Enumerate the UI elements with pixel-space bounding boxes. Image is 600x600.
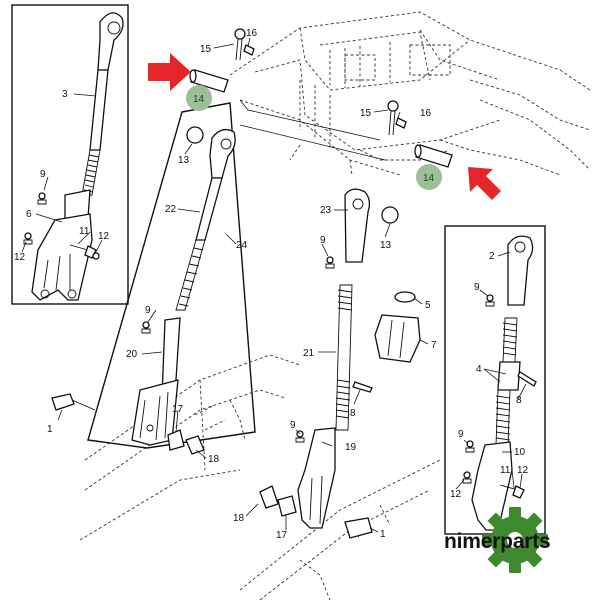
- pin-1-center: [344, 517, 373, 539]
- callout-13-middle: 13: [178, 155, 190, 166]
- callout-11-right: 11: [500, 465, 511, 476]
- bolt-12-right: [462, 471, 472, 484]
- bolt-9-center-top: [325, 256, 335, 269]
- alignment-line-bottom: [239, 124, 386, 161]
- callout-14-right: 14: [423, 173, 435, 184]
- bolt-9-left: [37, 192, 47, 205]
- top-link-left: [23, 12, 124, 301]
- lift-link-assembly-box: [87, 102, 256, 449]
- callout-2: 2: [489, 251, 495, 262]
- callout-12-left-a: 12: [14, 252, 26, 263]
- callout-12-right-b: 12: [517, 465, 529, 476]
- callout-16-right: 16: [420, 108, 432, 119]
- callout-1-center: 1: [380, 529, 386, 540]
- pin-11-12-left: [69, 244, 100, 260]
- block-7: [374, 314, 421, 363]
- callout-21: 21: [303, 348, 315, 359]
- gear-icon: [482, 507, 548, 573]
- callout-24: 24: [236, 240, 248, 251]
- callout-9-center-top: 9: [320, 235, 326, 246]
- pin-1-middle: [51, 393, 96, 411]
- pin-11-12-right: [499, 484, 525, 499]
- clip-17-center: [277, 495, 297, 517]
- callout-6: 6: [26, 209, 32, 220]
- callout-12-left-b: 12: [98, 231, 110, 242]
- red-arrow-left: [148, 53, 191, 91]
- red-arrow-right: [468, 167, 501, 200]
- callout-9-right-bottom: 9: [458, 429, 464, 440]
- bolt-9-right-top: [485, 294, 495, 307]
- lift-link-right: [462, 235, 537, 531]
- callout-3: 3: [62, 89, 68, 100]
- callout-5: 5: [425, 300, 431, 311]
- callout-9-middle: 9: [145, 305, 151, 316]
- pin-14-left: [189, 69, 229, 93]
- callout-1-middle: 1: [47, 424, 53, 435]
- brand-wordmark: nimerparts: [444, 530, 551, 553]
- callout-7: 7: [431, 340, 437, 351]
- callout-20: 20: [126, 349, 138, 360]
- callout-8-center: 8: [350, 408, 356, 419]
- highlight-circle-14-right: [416, 164, 442, 190]
- bolt-9-right-bottom: [465, 440, 475, 453]
- callout-8-right: 8: [516, 395, 522, 406]
- callout-9-center-bottom: 9: [290, 420, 296, 431]
- pin-14-right: [414, 144, 453, 168]
- tractor-frame-outline: [229, 11, 591, 176]
- callout-labels: 3 9 6 11 12 12 22 24 13 9 20 1 17 18 15 …: [14, 28, 529, 541]
- callout-11-left: 11: [79, 226, 90, 237]
- clip-17-18-middle: [167, 429, 205, 455]
- bolt-9-middle: [141, 321, 151, 334]
- callout-12-right-a: 12: [450, 489, 462, 500]
- callout-18-middle: 18: [208, 454, 220, 465]
- callout-4: 4: [476, 364, 482, 375]
- top-link-assembly-box-left: [11, 4, 129, 305]
- alignment-line-top: [239, 99, 381, 141]
- lift-link-center: [259, 188, 421, 539]
- callout-15-left: 15: [200, 44, 212, 55]
- pin-8-right: [517, 371, 537, 387]
- callout-17-center: 17: [276, 530, 288, 541]
- callout-13-center: 13: [380, 240, 392, 251]
- clip-18-center: [259, 485, 279, 509]
- callout-17-middle: 17: [172, 404, 184, 415]
- highlight-circle-14-left: [186, 85, 212, 111]
- callout-18-center: 18: [233, 513, 245, 524]
- bolt-9-center-bottom: [295, 430, 305, 443]
- callout-15-right: 15: [360, 108, 372, 119]
- bolt-15-16-right: [387, 100, 407, 136]
- leader-lines: [21, 37, 527, 533]
- callout-9-left: 9: [40, 169, 46, 180]
- callout-22: 22: [165, 204, 177, 215]
- callout-16-left: 16: [246, 28, 258, 39]
- pin-8-center: [352, 381, 373, 393]
- bolt-12-left: [23, 232, 33, 245]
- callout-9-right-top: 9: [474, 282, 480, 293]
- lower-frame-outline: [79, 354, 441, 600]
- callout-19: 19: [345, 442, 357, 453]
- lift-link-middle: [51, 126, 236, 455]
- callout-14-left: 14: [193, 94, 205, 105]
- callout-23: 23: [320, 205, 332, 216]
- bushing-5: [394, 291, 416, 303]
- callout-10: 10: [514, 447, 526, 458]
- bolt-15-16-left: [234, 28, 255, 61]
